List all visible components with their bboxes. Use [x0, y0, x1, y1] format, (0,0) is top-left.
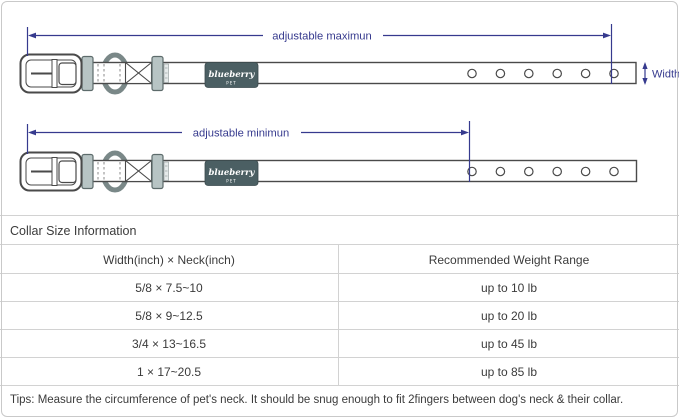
table-row: 5/8 × 9~12.5 up to 20 lb [0, 301, 679, 330]
keeper-bar [81, 153, 94, 190]
brand-patch: blueberry PET [204, 62, 259, 88]
webbing-tag [163, 161, 169, 181]
tips-row: Tips: Measure the circumference of pet's… [0, 385, 679, 414]
weight-cell: up to 20 lb [480, 309, 538, 323]
table-header-row: Width(inch) × Neck(inch) Recommended Wei… [0, 244, 679, 274]
adjustable-maximum-label: adjustable maximun [272, 31, 372, 43]
brand-name: blueberry [208, 70, 255, 80]
buckle-icon [19, 151, 83, 192]
table-title-row: Collar Size Information [0, 215, 679, 245]
table-title: Collar Size Information [10, 223, 137, 238]
weight-cell: up to 10 lb [480, 281, 538, 295]
adjustable-minimum-label: adjustable minimun [193, 128, 289, 140]
keeper-bar [81, 55, 94, 92]
stitching [97, 64, 121, 83]
adjustment-holes [467, 166, 619, 177]
brand-sub: PET [226, 179, 236, 184]
x-stitch-box [124, 159, 153, 183]
size-cell: 1 × 17~20.5 [0, 358, 339, 386]
size-cell: 5/8 × 7.5~10 [0, 274, 339, 302]
width-label: Width [652, 69, 679, 81]
size-cell: 5/8 × 9~12.5 [0, 302, 339, 330]
size-cell: 3/4 × 13~16.5 [0, 330, 339, 358]
collar-min-diagram: blueberry PET adjustable minimun [19, 121, 638, 193]
max-dimension-arrow [26, 24, 613, 84]
tips-note: Tips: Measure the circumference of pet's… [10, 394, 624, 406]
weight-cell: up to 45 lb [480, 337, 538, 351]
weight-cell: up to 85 lb [480, 365, 538, 379]
brand-name: blueberry [208, 168, 255, 178]
keeper-bar [151, 55, 164, 92]
min-dimension-arrow [26, 121, 471, 182]
table-row: 3/4 × 13~16.5 up to 45 lb [0, 329, 679, 358]
table-row: 5/8 × 7.5~10 up to 10 lb [0, 273, 679, 302]
webbing-tag [163, 63, 169, 83]
stitching [97, 162, 121, 181]
x-stitch-box [124, 61, 153, 85]
collar-diagram: blueberry PET adjustable maxi [19, 24, 679, 193]
buckle-icon [19, 53, 83, 94]
brand-patch: blueberry PET [204, 160, 259, 186]
width-dimension-arrow [642, 62, 648, 85]
col-header-weight: Recommended Weight Range [428, 252, 590, 267]
keeper-bar [151, 153, 164, 190]
collar-max-diagram: blueberry PET adjustable maxi [19, 24, 679, 95]
col-header-size: Width(inch) × Neck(inch) [0, 245, 339, 274]
brand-sub: PET [226, 81, 236, 86]
table-row: 1 × 17~20.5 up to 85 lb [0, 357, 679, 386]
